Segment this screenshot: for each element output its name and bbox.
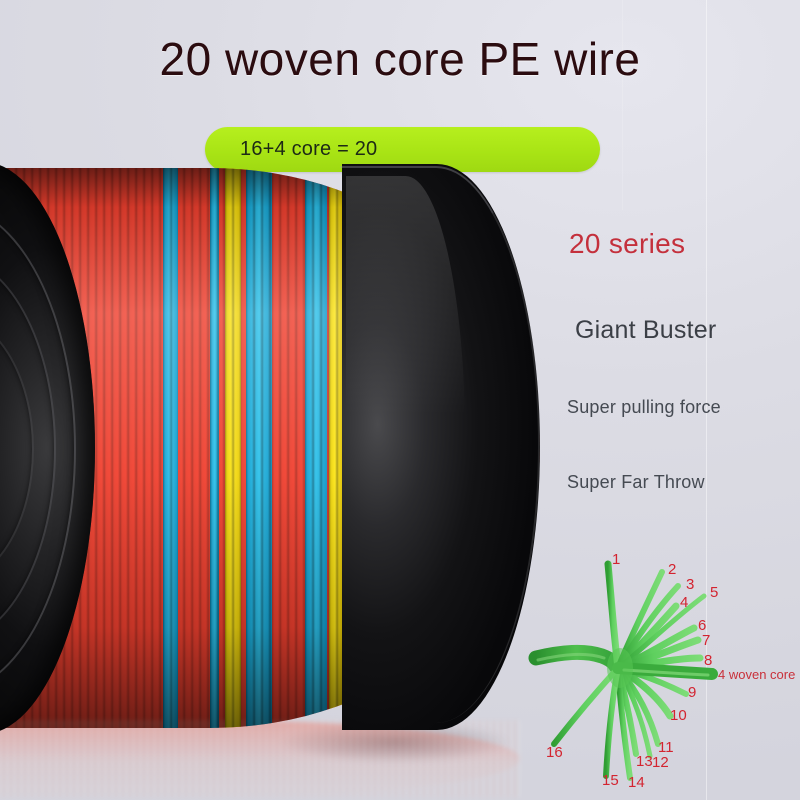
- spool-reflection: [0, 720, 520, 798]
- line-spool: [0, 162, 540, 753]
- strand-breakdown-diagram: 1 2 3 4 5 6 7 8 9 10 11 12 13 14 15 16 4…: [528, 540, 800, 800]
- strand-number-label: 3: [686, 576, 695, 593]
- strand-number-label: 1: [612, 551, 621, 568]
- strand-number-label: 5: [710, 584, 719, 601]
- strand-number-label: 11: [658, 739, 674, 756]
- marker-band-cyan: [210, 168, 219, 728]
- marker-band-yellow: [225, 168, 241, 728]
- product-headline: Giant Buster: [575, 316, 717, 344]
- core-count-badge-label: 16+4 core = 20: [240, 138, 378, 160]
- background-seam-secondary: [622, 0, 623, 210]
- strand-number-label: 8: [704, 652, 713, 669]
- strand-number-label: 2: [668, 561, 677, 578]
- marker-band-cyan: [163, 168, 178, 728]
- strand-number-label: 15: [602, 772, 619, 789]
- marker-band-cyan: [305, 168, 327, 728]
- strand-number-label: 13: [636, 753, 653, 770]
- background-seam: [706, 0, 707, 800]
- feature-pulling-force: Super pulling force: [567, 397, 721, 417]
- woven-core-label: 4 woven core: [718, 667, 796, 682]
- frayed-strands-illustration: [528, 560, 718, 781]
- strand-number-label: 7: [702, 632, 711, 649]
- strand-number-label: 10: [670, 707, 687, 724]
- marketing-copy: 20 series Giant Buster Super pulling for…: [555, 228, 795, 493]
- page-title: 20 woven core PE wire: [159, 33, 641, 85]
- strand-number-label: 4: [680, 594, 689, 611]
- marker-band-cyan: [246, 168, 272, 728]
- spool-flange-right: [340, 164, 540, 730]
- strand-number-label: 14: [628, 774, 645, 791]
- strand-number-label: 9: [688, 684, 697, 701]
- strand-number-label: 16: [546, 744, 563, 761]
- series-label: 20 series: [569, 228, 686, 259]
- strand-number-label: 6: [698, 617, 707, 634]
- feature-far-throw: Super Far Throw: [567, 472, 705, 492]
- strand-number-label: 12: [652, 754, 669, 771]
